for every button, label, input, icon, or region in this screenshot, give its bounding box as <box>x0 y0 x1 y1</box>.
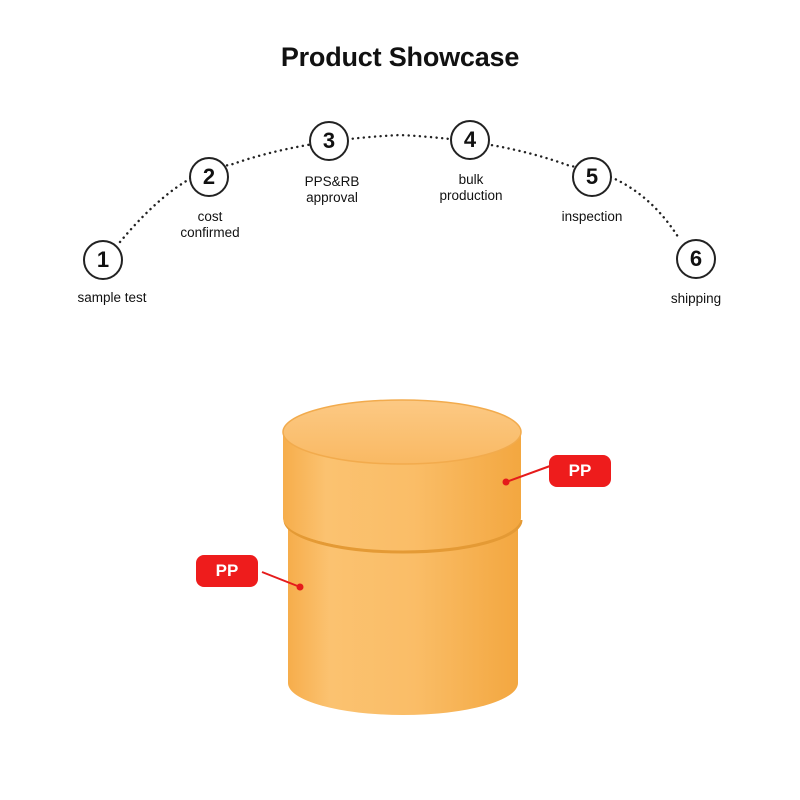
step-circle-3: 3 <box>309 121 349 161</box>
jar-callout-line <box>261 571 301 588</box>
step-label-4: bulk production <box>439 172 503 203</box>
jar-material-tag: PP <box>196 555 258 587</box>
cap-callout-line <box>505 465 551 483</box>
step-circle-6: 6 <box>676 239 716 279</box>
cap-callout-dot <box>502 478 510 486</box>
step-circle-2: 2 <box>189 157 229 197</box>
step-circle-1: 1 <box>83 240 123 280</box>
jar-cap <box>283 432 521 550</box>
jar-body <box>288 525 518 715</box>
step-circle-4: 4 <box>450 120 490 160</box>
step-label-5: inspection <box>561 209 623 224</box>
jar-callout-dot <box>296 583 304 591</box>
step-label-2: cost confirmed <box>180 209 240 240</box>
page-title: Product Showcase <box>280 42 520 72</box>
cap-material-tag: PP <box>549 455 611 487</box>
step-label-3: PPS&RB approval <box>304 174 360 205</box>
jar-cap-rim <box>282 399 522 465</box>
jar-seam <box>283 519 523 554</box>
step-circle-5: 5 <box>572 157 612 197</box>
step-label-6: shipping <box>670 291 722 306</box>
jar-cap-top <box>283 400 521 464</box>
step-label-1: sample test <box>77 290 147 305</box>
